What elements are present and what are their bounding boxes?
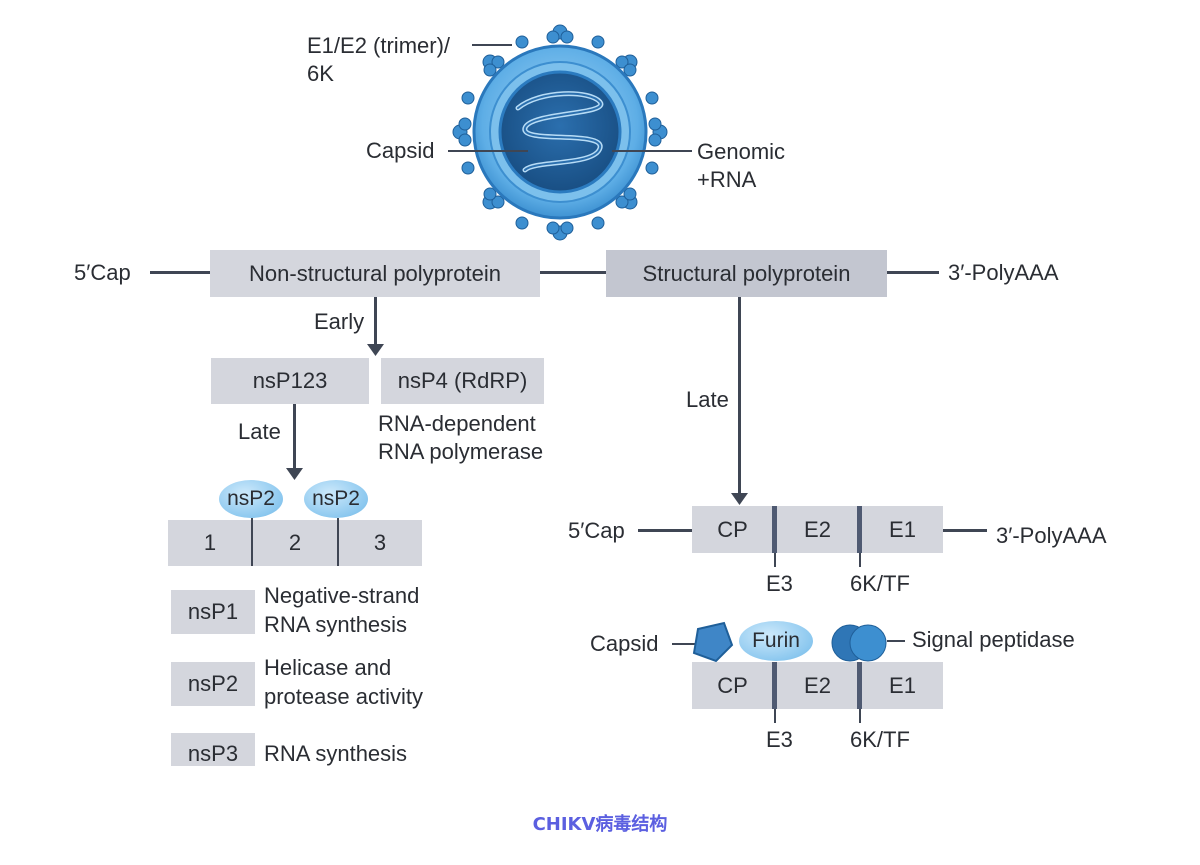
spike-ring: [452, 24, 668, 241]
6k-junction: [857, 506, 862, 553]
nsp2-protease-1: nsP2: [219, 480, 283, 518]
structural-segments-bar: CP E2 E1: [692, 506, 943, 553]
e1e2-label-line2: 6K: [307, 61, 334, 86]
rdrp-desc-line2: RNA polymerase: [378, 439, 544, 464]
cp-segment-bottom: CP: [717, 672, 748, 698]
genomic-rna-leader: [612, 150, 692, 152]
nsp1-box: nsP1: [171, 590, 255, 634]
nsp-segment-3: 3: [373, 530, 387, 555]
structural-backbone-left: [638, 529, 692, 532]
capsid-protease-label: Capsid: [590, 631, 659, 656]
genome-backbone-middle: [540, 271, 606, 274]
late-arrow-head-right: [731, 493, 748, 505]
signal-peptidase-leader: [887, 640, 905, 642]
nsp123-box: nsP123: [211, 358, 369, 404]
nonstructural-polyprotein-box: Non-structural polyprotein: [210, 250, 540, 297]
genome-backbone-left: [150, 271, 210, 274]
genome-backbone-right: [887, 271, 939, 274]
cp-segment: CP: [717, 516, 748, 542]
early-arrow-head: [367, 344, 384, 356]
nsp1-desc-line2: RNA synthesis: [264, 612, 408, 637]
e3-label-bottom: E3: [766, 727, 793, 752]
signal-peptidase-label: Signal peptidase: [912, 627, 1075, 652]
nsp3-box: nsP3: [171, 733, 255, 766]
6k-tick: [859, 553, 861, 567]
structural-segments-bar-bottom: CP E2 E1: [692, 662, 943, 709]
structural-3polya-label: 3′-PolyAAA: [996, 523, 1107, 548]
rdrp-desc-line1: RNA-dependent: [378, 411, 536, 436]
structural-polyprotein-box: Structural polyprotein: [606, 250, 887, 297]
genome-3polya-label: 3′-PolyAAA: [948, 260, 1059, 285]
signal-peptidase-shape: [831, 624, 887, 662]
e3-tick-bottom: [774, 709, 776, 723]
capsid-label: Capsid: [366, 138, 435, 163]
late-arrow-head-left: [286, 468, 303, 480]
genome-5cap-label: 5′Cap: [74, 260, 131, 285]
nsp2-desc-line1: Helicase and: [264, 655, 392, 680]
structural-5cap-label: 5′Cap: [568, 518, 625, 543]
e1-segment-bottom: E1: [889, 672, 916, 698]
nsp3-desc-line1: RNA synthesis: [264, 741, 408, 766]
6k-tf-label: 6K/TF: [850, 571, 910, 596]
e3-label: E3: [766, 571, 793, 596]
capsid-protease-shape: [692, 621, 734, 663]
late-label-left: Late: [238, 419, 281, 444]
e3-junction-bottom: [772, 662, 777, 709]
cleavage-line-2: [337, 518, 339, 566]
early-label: Early: [314, 309, 365, 334]
nsp4-box: nsP4 (RdRP): [381, 358, 544, 404]
furin-protease: Furin: [739, 621, 813, 661]
nsp-segments-bar: 1 2 3: [168, 520, 422, 566]
6k-junction-bottom: [857, 662, 862, 709]
figure-caption: CHIKV病毒结构: [532, 814, 668, 835]
early-arrow-shaft: [374, 297, 377, 349]
nsp2-desc-line2: protease activity: [264, 684, 423, 709]
late-label-right: Late: [686, 387, 729, 412]
structural-backbone-right: [943, 529, 987, 532]
e2-segment-bottom: E2: [804, 672, 831, 698]
cleavage-line-1: [251, 518, 253, 566]
nsp2-protease-2: nsP2: [304, 480, 368, 518]
6k-tick-bottom: [859, 709, 861, 723]
e2-segment: E2: [804, 516, 831, 542]
genomic-rna-label-line1: Genomic: [697, 139, 786, 164]
genomic-rna-label-line2: +RNA: [697, 167, 757, 192]
late-arrow-shaft-right: [738, 297, 741, 497]
e3-tick: [774, 553, 776, 567]
e1e2-leader: [472, 44, 512, 46]
e1-segment: E1: [889, 516, 916, 542]
virion-illustration: [452, 24, 668, 241]
e1e2-label-line1: E1/E2 (trimer)/: [307, 33, 451, 58]
6k-tf-label-bottom: 6K/TF: [850, 727, 910, 752]
nsp-segment-1: 1: [203, 530, 217, 555]
e3-junction: [772, 506, 777, 553]
late-arrow-shaft-left: [293, 404, 296, 472]
nsp-segment-2: 2: [288, 530, 302, 555]
capsid-protease-leader: [672, 643, 696, 645]
capsid-leader: [448, 150, 528, 152]
nsp2-box: nsP2: [171, 662, 255, 706]
nsp1-desc-line1: Negative-strand: [264, 583, 420, 608]
